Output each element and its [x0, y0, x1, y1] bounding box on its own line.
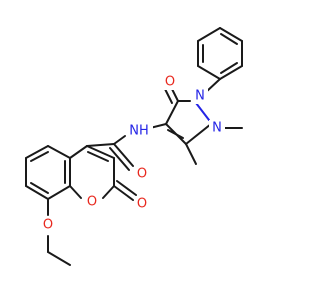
molecule-canvas: O N N NH O O O O [25, 27, 243, 266]
atom-o-amide: O [137, 167, 147, 182]
atom-o-lactone: O [137, 197, 147, 212]
atom-labels: O N N NH O O O O [40, 74, 225, 233]
atom-n1: N [195, 89, 205, 104]
atom-nh: NH [129, 124, 149, 139]
atom-o-pyrazolone: O [165, 75, 175, 90]
structure-drawing: O N N NH O O O O [25, 27, 243, 266]
phenyl-ring [197, 27, 243, 80]
atom-o-ring: O [87, 195, 97, 210]
coumarin-core [25, 143, 137, 266]
atom-o-ethoxy: O [43, 218, 53, 233]
atom-n2: N [212, 121, 222, 136]
pyrazolone-ring [164, 78, 243, 165]
